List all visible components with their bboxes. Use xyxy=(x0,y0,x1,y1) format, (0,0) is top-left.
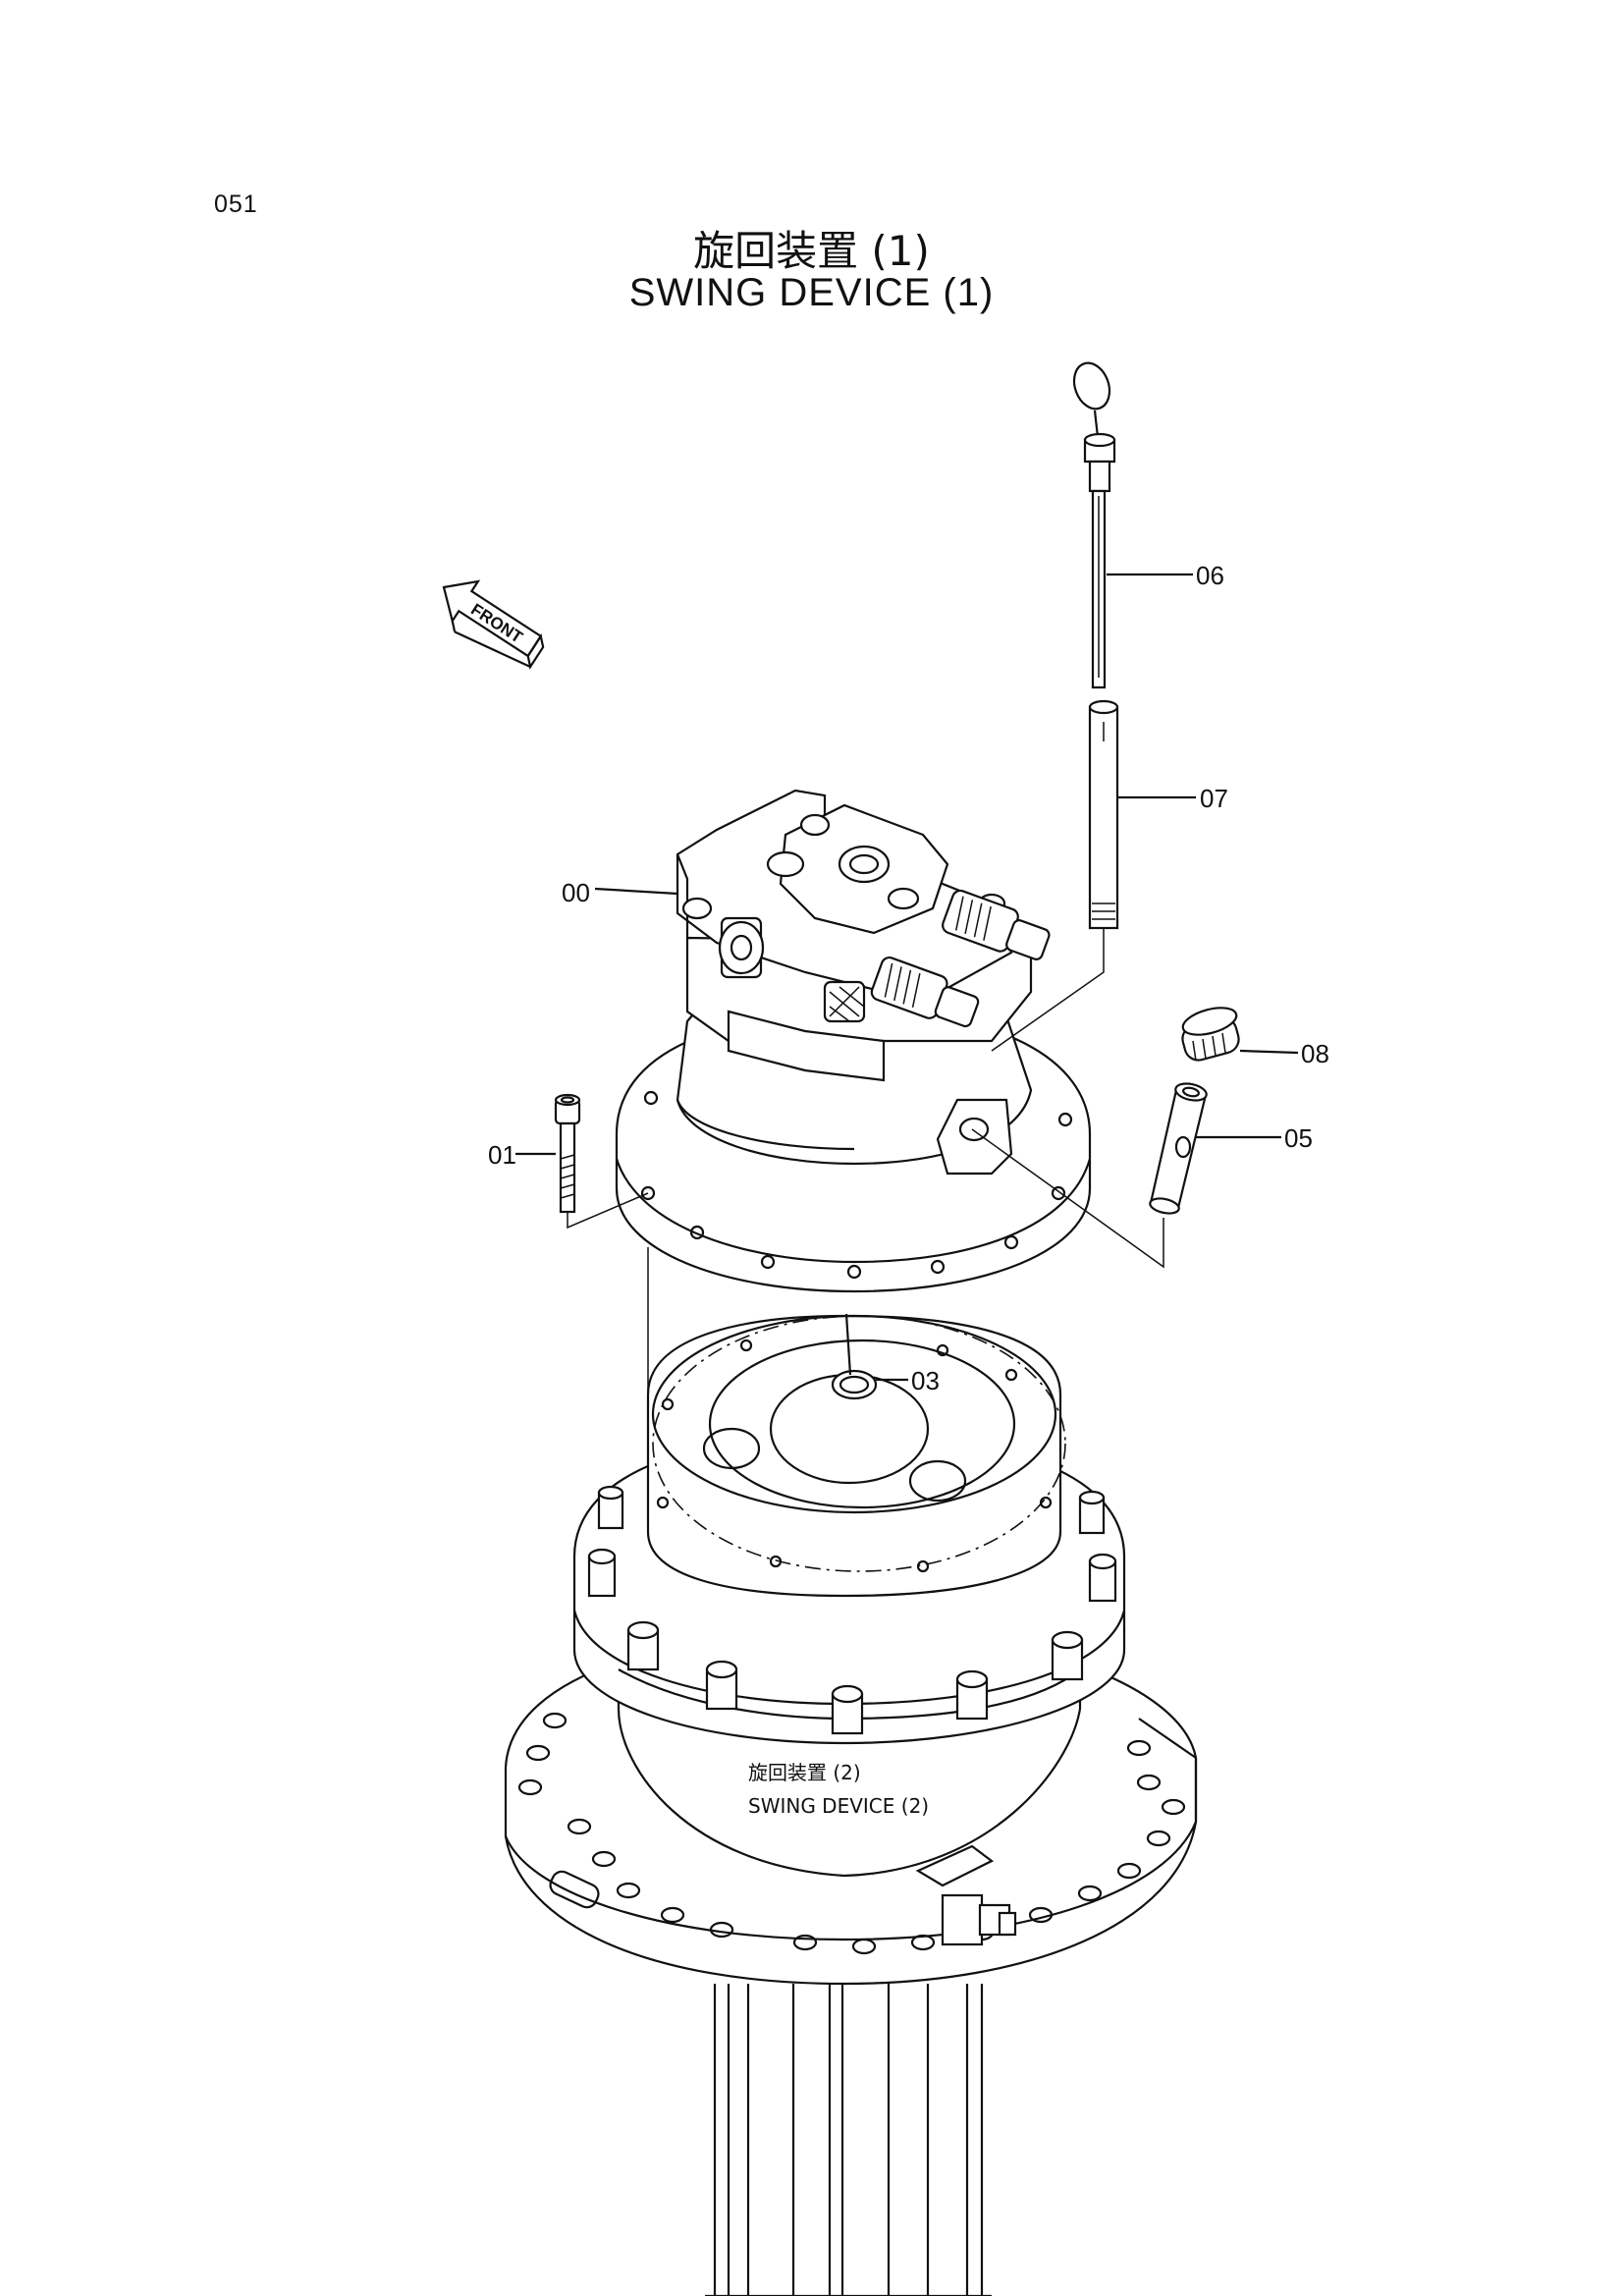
ring-bolt-studs xyxy=(587,1485,1117,1735)
oil-level-gauge-part xyxy=(1072,361,1116,689)
callout-05: 05 xyxy=(1284,1123,1313,1153)
swing-device-2-housing xyxy=(504,1314,1198,2296)
callout-00: 00 xyxy=(562,878,590,907)
reference-title-english: SWING DEVICE (2) xyxy=(748,1794,929,1818)
callout-07: 07 xyxy=(1200,784,1228,813)
snap-ring-part xyxy=(831,1313,878,1400)
callout-01: 01 xyxy=(488,1140,516,1170)
knurled-plug-icon xyxy=(823,980,866,1023)
cap-part xyxy=(1181,1007,1240,1062)
gauge-pipe-part xyxy=(1088,699,1119,930)
callout-06: 06 xyxy=(1196,561,1224,590)
socket-bolt-part xyxy=(554,1093,581,1214)
page-title-english: SWING DEVICE (1) xyxy=(628,271,995,314)
pipe-nipple-part xyxy=(1149,1082,1208,1215)
page-title-japanese: 旋回装置 (1) xyxy=(693,227,930,275)
callout-labels: 00 01 03 05 06 07 08 xyxy=(488,561,1329,1395)
callout-03: 03 xyxy=(911,1366,940,1395)
reference-title-japanese: 旋回装置 (2) xyxy=(748,1761,861,1784)
relief-valves xyxy=(870,889,1051,1028)
front-direction-arrow-icon: FRONT xyxy=(442,579,545,670)
leader-lines xyxy=(515,573,1299,1382)
assembly-lines xyxy=(567,928,1164,1522)
swing-motor-assembly xyxy=(615,789,1092,1293)
drain-valve-icon xyxy=(915,1844,1017,1946)
motor-flange-holes xyxy=(640,1090,1073,1280)
callout-08: 08 xyxy=(1301,1039,1329,1068)
page-number: 051 xyxy=(214,191,258,218)
